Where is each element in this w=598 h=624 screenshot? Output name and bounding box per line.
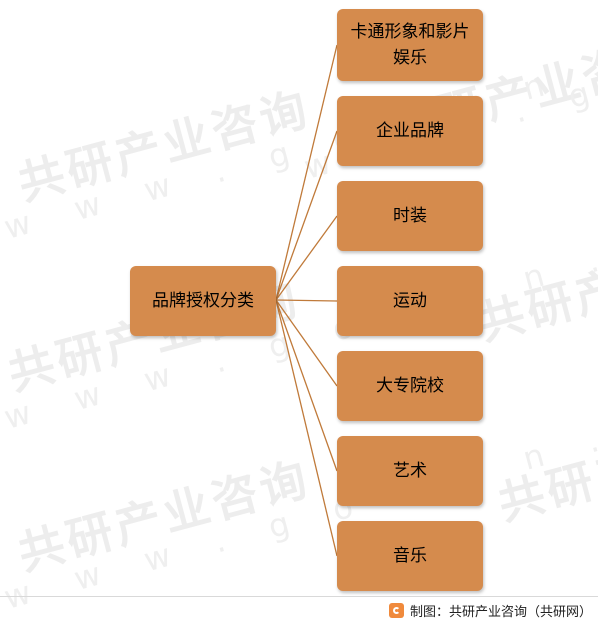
- category-node: 艺术: [337, 436, 483, 506]
- connector-line: [275, 299, 338, 557]
- category-label: 时装: [393, 206, 427, 226]
- category-node: 卡通形象和影片娱乐: [337, 9, 483, 81]
- category-node: 音乐: [337, 521, 483, 591]
- category-label: 企业品牌: [376, 121, 444, 141]
- connector-line: [275, 299, 338, 387]
- category-node: 大专院校: [337, 351, 483, 421]
- brand-logo-icon: [388, 602, 404, 618]
- connector-line: [275, 44, 338, 301]
- source-footer: 制图：共研产业咨询（共研网）: [388, 601, 592, 620]
- connector-line: [275, 299, 338, 472]
- category-label: 艺术: [393, 461, 427, 481]
- footer-divider: [0, 596, 598, 597]
- category-node: 运动: [337, 266, 483, 336]
- root-label: 品牌授权分类: [152, 291, 254, 311]
- source-text: 制图：共研产业咨询（共研网）: [409, 604, 592, 620]
- root-node: 品牌授权分类: [130, 266, 276, 336]
- category-label: 大专院校: [376, 376, 444, 396]
- connector-line: [275, 299, 338, 302]
- category-label: 运动: [393, 291, 427, 311]
- category-label: 音乐: [393, 546, 427, 566]
- category-label: 卡通形象和影片娱乐: [350, 22, 470, 68]
- connector-line: [275, 215, 338, 301]
- category-node: 企业品牌: [337, 96, 483, 166]
- category-node: 时装: [337, 181, 483, 251]
- connector-line: [275, 130, 338, 301]
